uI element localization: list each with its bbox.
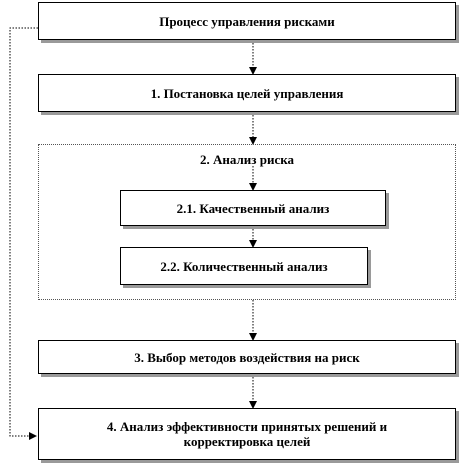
node-step21-label: 2.1. Качественный анализ <box>176 200 330 216</box>
node-step22-label: 2.2. Количественный анализ <box>160 258 328 274</box>
node-step1-label: 1. Постановка целей управления <box>150 85 344 101</box>
node-step4-label: 4. Анализ эффективности принятых решений… <box>106 419 388 449</box>
node-process: Процесс управления рисками <box>38 2 456 40</box>
edge-feedback-loop <box>9 27 38 440</box>
node-step3: 3. Выбор методов воздействия на риск <box>38 340 456 374</box>
node-step1: 1. Постановка целей управления <box>38 74 456 112</box>
node-step3-label: 3. Выбор методов воздействия на риск <box>134 349 360 365</box>
group-step2 <box>38 144 456 300</box>
group-step2-label: 2. Анализ риска <box>199 152 295 167</box>
node-step22: 2.2. Количественный анализ <box>120 247 368 285</box>
group-step2-title: 2. Анализ риска <box>38 152 456 167</box>
node-process-label: Процесс управления рисками <box>159 13 335 29</box>
node-step21: 2.1. Качественный анализ <box>120 190 386 226</box>
node-step4: 4. Анализ эффективности принятых решений… <box>38 408 456 460</box>
